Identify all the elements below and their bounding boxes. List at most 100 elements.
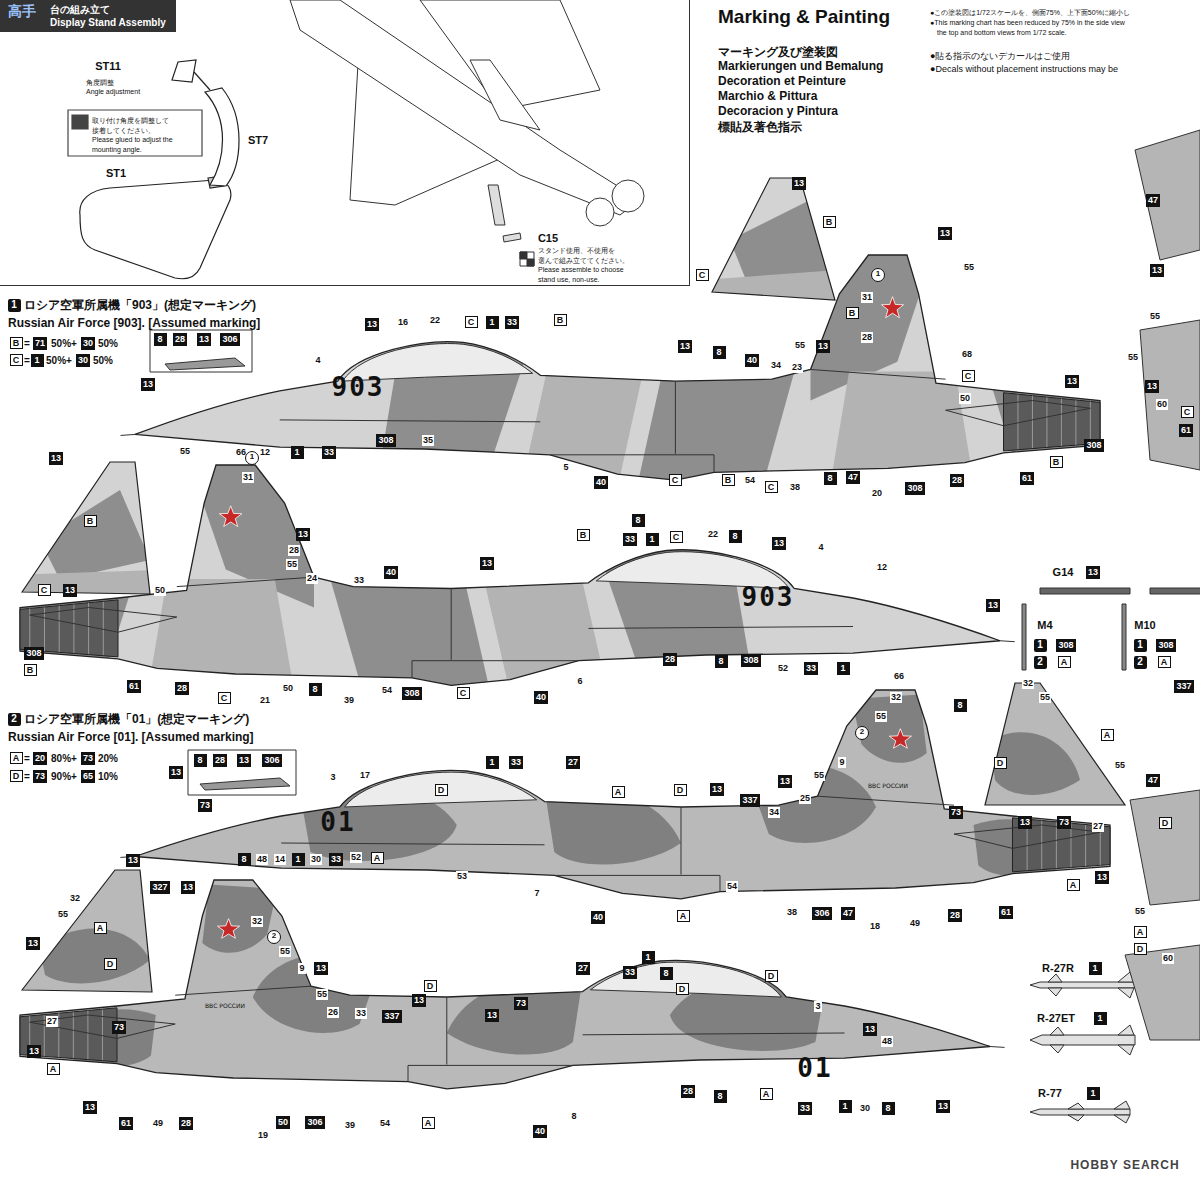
paint-callout: 47 [841,907,855,920]
paint-callout: 1 [839,1100,852,1113]
decal-number: 54 [744,475,756,486]
paint-callout: 1 [486,316,499,329]
decal-number: 12 [876,562,888,573]
note-text: Please assemble to choose [538,266,624,273]
paint-callout: 28 [681,1085,695,1098]
decal-number: 3 [814,1001,821,1012]
mix-ratio: 50%+ [51,338,77,349]
decal-number: 24 [306,573,318,584]
decal-number: 52 [350,852,362,863]
missile-drawing [1030,1035,1135,1045]
color-mix-callout: A [677,910,690,922]
color-mix-callout: C [457,687,470,699]
missile-drawing [1030,1109,1130,1115]
decal-number: 6 [576,676,583,687]
aircraft-side-view [20,919,1005,1082]
paint-callout: 50 [276,1116,290,1129]
color-mix-callout: A [612,786,625,798]
color-mix-callout: A [422,1117,435,1129]
color-mix-callout: B [24,664,37,676]
paint-callout: 33 [623,966,637,979]
decal-number: 32 [69,893,81,904]
color-mix-callout: C [962,370,975,382]
color-mix-callout: C [670,531,683,543]
decal-number: 50 [282,683,294,694]
paint-callout: 13 [296,528,310,541]
decal-number: 38 [789,482,801,493]
paint-callout: 13 [126,854,140,867]
decal-number: 55 [179,446,191,457]
color-mix-callout: D [10,770,23,782]
scheme-number: 1 [1034,639,1047,652]
paint-callout: 13 [197,333,211,346]
paint-callout: 1 [1089,962,1102,975]
missile-drawing [1050,1025,1134,1055]
paint-callout: 13 [778,775,792,788]
decal-number: 18 [869,921,881,932]
decal-number: 31 [242,472,254,483]
part-number: R-27R [1041,962,1075,974]
scheme-number: 1 [1134,639,1147,652]
decal-number: 48 [881,1036,893,1047]
decal-number: 55 [794,340,806,351]
color-mix-callout: A [94,922,107,934]
part-number: R-27ET [1036,1012,1076,1024]
partial-view [1135,130,1200,260]
decal-number: 31 [861,292,873,303]
stand-drawing [194,72,210,90]
paint-callout: 30 [81,337,95,350]
paint-callout: 13 [678,340,692,353]
paint-callout: 13 [792,177,806,190]
heading-text: Decoracion y Pintura [718,104,838,118]
note-text: Angle adjustment [86,88,140,95]
note-text: 接着してください。 [92,126,155,136]
stand-drawing [205,88,239,186]
color-mix-callout: D [676,983,689,995]
decal-number: 14 [274,854,286,865]
scheme-heading: ロシア空軍所属機「903」(想定マーキング) [24,297,256,314]
paint-callout: 33 [329,853,343,866]
decal-number: 38 [786,907,798,918]
decal-number: 26 [327,1007,339,1018]
aircraft-side-view [20,465,1000,685]
mix-ratio: = [24,338,30,349]
aircraft-side-view [135,690,1110,899]
paint-callout: 33 [623,533,637,546]
paint-callout: 308 [402,687,421,700]
decal-number: 39 [344,1120,356,1131]
tactical-number: 903 [332,374,385,400]
parts-drawing [1150,588,1200,594]
color-mix-callout: B [10,337,23,349]
paint-callout: 327 [150,881,169,894]
missile-drawing [1048,972,1134,998]
paint-callout: 28 [173,333,187,346]
part-number: ST1 [105,167,127,179]
stand-drawing [80,180,231,279]
decal-number: 54 [379,1118,391,1129]
paint-callout: 61 [1179,424,1193,437]
partial-view [1125,945,1200,1040]
paint-callout: 13 [938,227,952,240]
paint-callout: 73 [112,1021,126,1034]
panel-heading: 台の組み立て [50,3,166,16]
decal-number: 5 [562,462,569,473]
paint-callout: 8 [309,683,322,696]
paint-callout: 8 [713,346,726,359]
paint-callout: 13 [710,783,724,796]
fin-view [985,683,1125,805]
fin-view [22,870,152,992]
paint-callout: 13 [772,537,786,550]
decal-number: 32 [890,692,902,703]
paint-callout: 308 [376,434,395,447]
decal-number: 55 [813,770,825,781]
decal-number: 19 [257,1130,269,1141]
color-mix-callout: C [696,269,709,281]
decal-number: 9 [838,757,845,768]
fin-view [10,490,160,600]
note-text: ●貼る指示のないデカールはご使用 [930,50,1070,63]
heading-text: Decoration et Peinture [718,74,846,88]
paint-callout: 8 [715,655,728,668]
paint-callout: 61 [119,1117,133,1130]
panel-heading: Display Stand Assembly [50,16,166,29]
color-mix-callout: B [554,314,567,326]
